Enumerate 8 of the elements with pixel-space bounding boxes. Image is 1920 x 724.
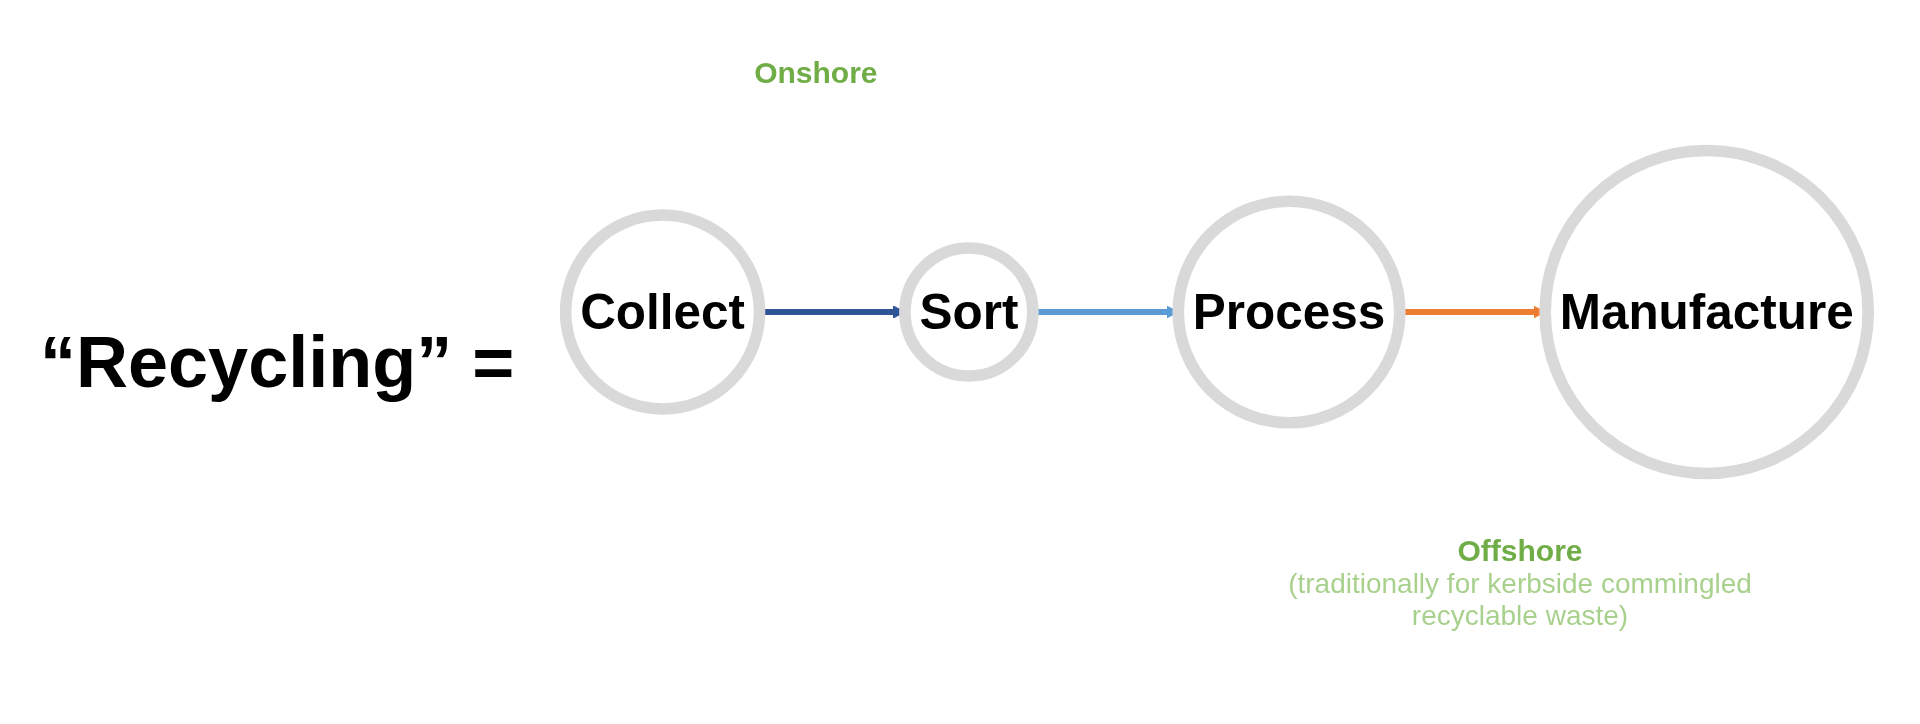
label: Offshore (1456, 534, 1584, 568)
node-circle: Collect (560, 209, 766, 415)
note: (traditionally for kerbside commingled recyclable waste) (1287, 568, 1753, 632)
label: Onshore (754, 56, 878, 90)
node-circle: Manufacture (1539, 144, 1875, 480)
title: “Recycling” = (40, 321, 515, 403)
node-circle: Sort (899, 242, 1039, 382)
node-circle: Process (1172, 195, 1406, 429)
